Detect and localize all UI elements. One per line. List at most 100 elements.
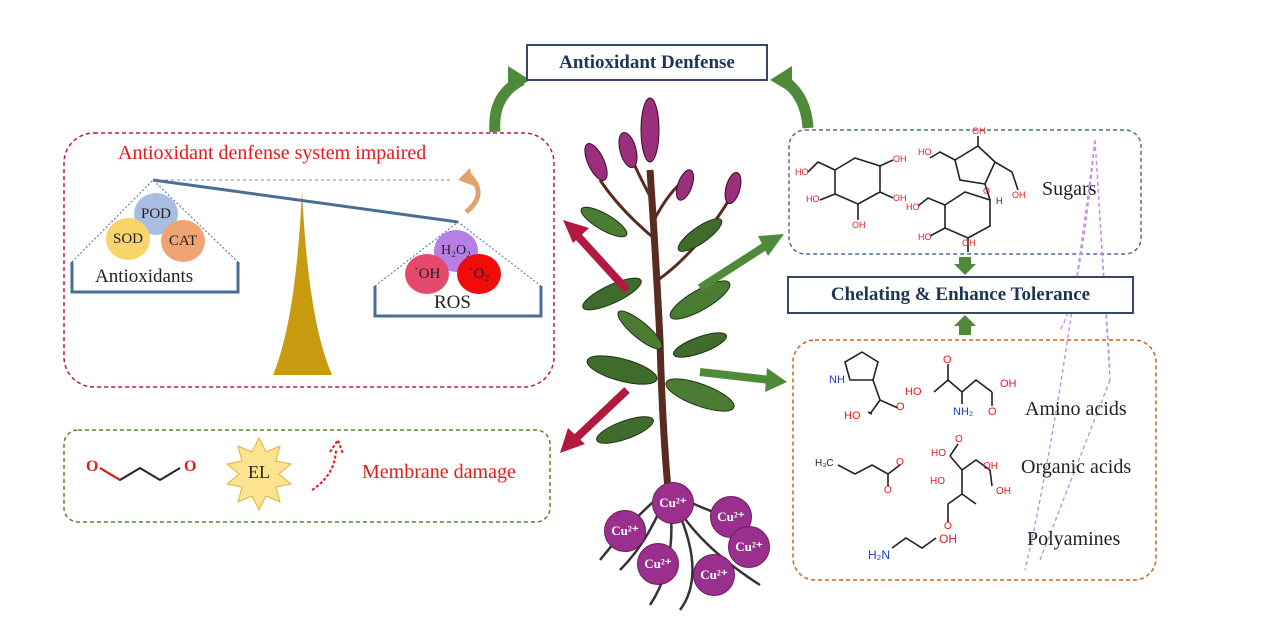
red-arrow-lower (569, 387, 630, 445)
flower-spike (675, 169, 695, 201)
butyric-h3c-label: H₃C (815, 458, 834, 469)
superoxide-bubble: ˙O₂ (457, 254, 501, 294)
glucose-ho-label-2: HO (806, 194, 820, 204)
glucose-oh-label-3: OH (852, 220, 866, 230)
membrane-panel-border (63, 429, 551, 523)
hydroxyl-radical-bubble: ˙OH (405, 254, 449, 294)
ethanolamine-oh-label: OH (939, 532, 957, 546)
purple-dashed-lines (1024, 139, 1111, 571)
rotation-arrow-head (458, 168, 474, 186)
sucrose-ho-label-3: HO (918, 232, 932, 242)
balance-beam (152, 178, 459, 224)
proline-nh-label: NH (829, 374, 845, 386)
down-arrow-to-center (954, 257, 976, 275)
sucrose-h-label: H (996, 196, 1003, 206)
citric-oh-label: OH (983, 461, 998, 472)
green-arrow-to-osmolytes (699, 368, 771, 384)
antioxidant-pan (70, 262, 240, 294)
malondialdehyde-o-right: O (184, 458, 197, 475)
proline-o-label: O (896, 401, 905, 413)
sucrose-oh-label: OH (972, 126, 986, 136)
flower-spike (640, 97, 660, 163)
aspartic-oh-label: OH (1000, 378, 1017, 390)
sucrose-oh-label-2: OH (1012, 190, 1026, 200)
citric-o-label-2: O (944, 521, 952, 532)
plant-leaf (596, 416, 654, 444)
aspartic-nh2-label: NH₂ (953, 406, 974, 418)
red-arrow-upper-head (563, 220, 589, 243)
malondialdehyde-o-left: O (86, 458, 99, 475)
plant-leaf (677, 218, 723, 252)
glucose-structure (807, 157, 894, 220)
green-arrow-right-top-head (770, 66, 792, 93)
green-arrow-left-top-head (508, 66, 530, 93)
plant-branch-1 (598, 179, 657, 242)
citric-acid-structure (947, 443, 993, 522)
up-arrow-to-center (954, 315, 976, 335)
plant-leaf (673, 332, 727, 358)
glucose-ho-label: HO (795, 167, 809, 177)
copper-ion: Cu²⁺ (604, 510, 646, 552)
antioxidant-defense-title: Antioxidant Denfense (526, 44, 768, 81)
malondialdehyde-bond (99, 467, 121, 481)
red-arrow-lower-head (560, 428, 585, 453)
osmolytes-panel-border (792, 339, 1157, 581)
citric-o-label: O (955, 434, 963, 445)
aspartic-o-label: O (943, 354, 952, 366)
citric-oh-label-2: OH (996, 486, 1011, 497)
glucose-oh-label: OH (893, 154, 907, 164)
sucrose-structure (917, 136, 1019, 252)
rotation-arrow (464, 174, 481, 214)
proline-structure (844, 351, 899, 415)
sucrose-o-label: O (983, 186, 991, 196)
dashed-rising-arrow-icon (311, 449, 337, 491)
copper-ion: Cu²⁺ (693, 554, 735, 596)
plant-leaf (580, 206, 628, 238)
flower-spike (618, 131, 638, 169)
citric-ho-label-2: HO (930, 476, 945, 487)
flower-spike (584, 143, 608, 181)
sugars-label: Sugars (1042, 178, 1097, 200)
glucose-oh-label-2: OH (893, 193, 907, 203)
butyric-acid-structure (837, 464, 901, 486)
polyamines-label: Polyamines (1027, 528, 1121, 550)
aspartic-o-label-2: O (988, 406, 997, 418)
left-panel-border (63, 132, 555, 388)
green-arrow-to-sugars (697, 239, 773, 292)
el-label: EL (248, 462, 270, 482)
green-arrow-to-sugars-head (758, 234, 784, 256)
sun-icon (225, 436, 293, 512)
copper-ion: Cu²⁺ (728, 526, 770, 568)
ros-label: ROS (434, 292, 471, 313)
ethanolamine-structure (891, 537, 937, 549)
sucrose-ho-label-2: HO (906, 202, 920, 212)
chelating-tolerance-title: Chelating & Enhance Tolerance (787, 276, 1134, 314)
red-arrow-upper (572, 230, 630, 293)
cat-bubble: CAT (161, 220, 205, 262)
copper-ion: Cu²⁺ (637, 543, 679, 585)
left-panel-title: Antioxidant denfense system impaired (118, 142, 427, 164)
sucrose-ho-label: HO (918, 147, 932, 157)
balance-fulcrum (273, 190, 332, 375)
aspartic-acid-structure (933, 364, 993, 406)
organic-acids-label: Organic acids (1021, 456, 1132, 478)
ethanolamine-h2n-label: H₂N (868, 548, 890, 562)
malondialdehyde-structure (99, 466, 181, 482)
ros-pan-strings (374, 221, 542, 287)
ros-pan (373, 286, 543, 318)
sucrose-oh-label-3: OH (962, 238, 976, 248)
proline-ho-label: HO (844, 410, 861, 422)
citric-ho-label: HO (931, 448, 946, 459)
antioxidants-label: Antioxidants (95, 266, 194, 287)
aspartic-ho-label: HO (905, 386, 922, 398)
plant-leaf (617, 310, 663, 350)
butyric-o-label: O (896, 457, 904, 468)
copper-ion: Cu²⁺ (652, 482, 694, 524)
flower-spike (724, 171, 742, 205)
sod-bubble: SOD (106, 218, 150, 260)
plant-leaf (669, 280, 731, 320)
amino-acids-label: Amino acids (1025, 398, 1127, 420)
plant-leaf (665, 378, 735, 412)
membrane-damage-label: Membrane damage (362, 461, 516, 483)
